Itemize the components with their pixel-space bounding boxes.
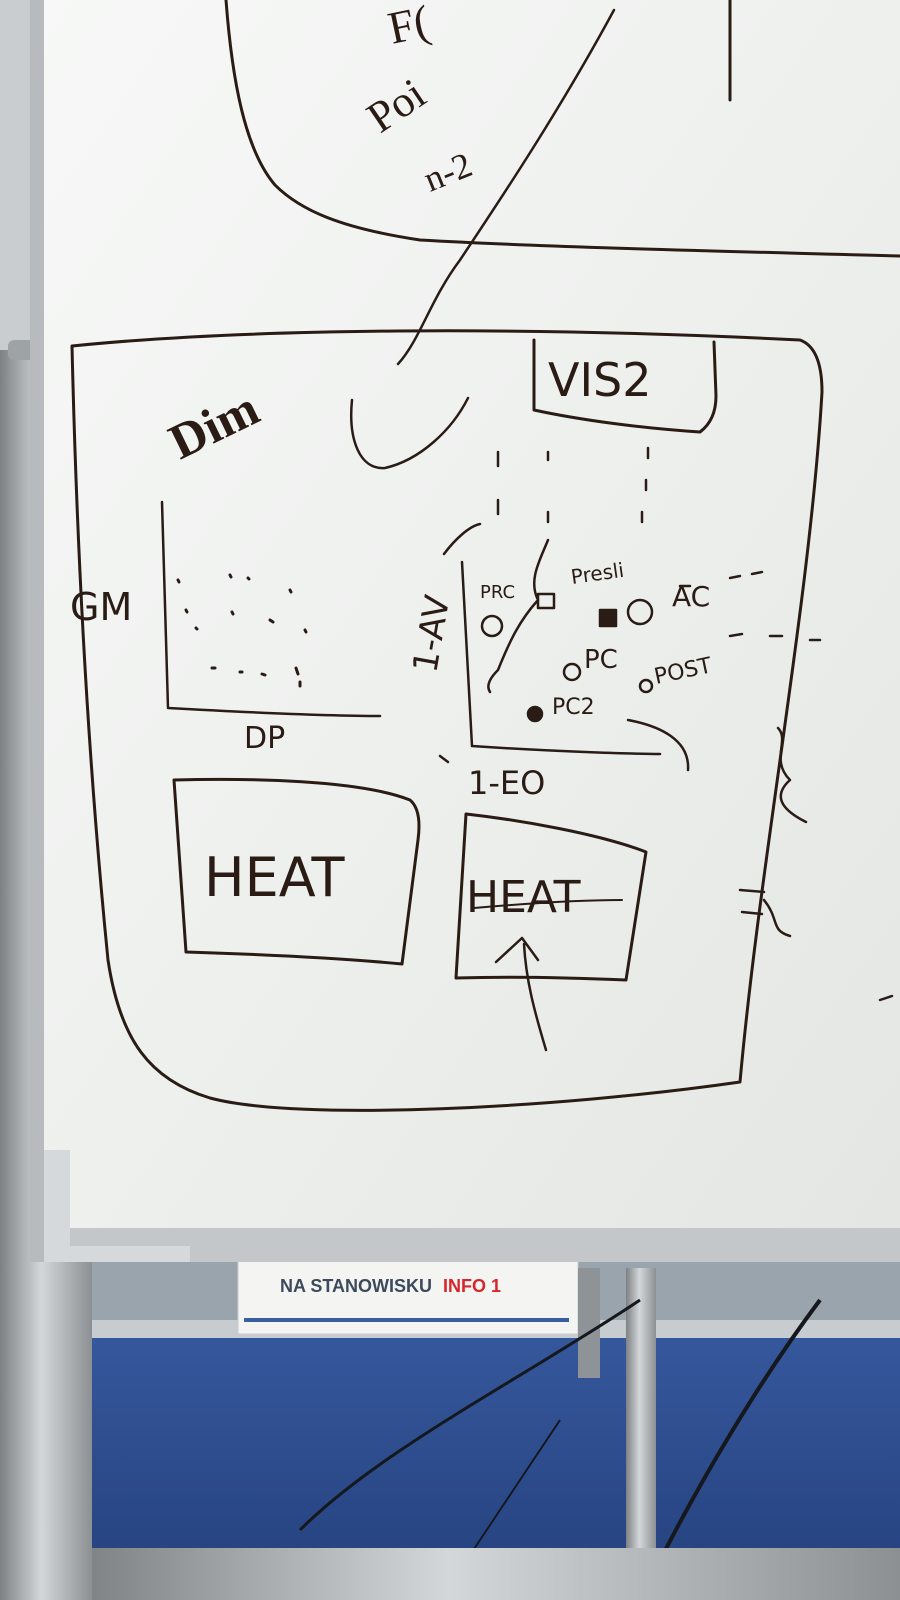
marker-drawings xyxy=(70,0,900,1112)
bracket-squiggle xyxy=(487,538,550,694)
top-frame-curve xyxy=(224,0,900,258)
sign-text-accent: INFO 1 xyxy=(443,1276,501,1296)
point-ac-hollow xyxy=(626,598,654,626)
scribble-f: F( xyxy=(383,0,434,54)
heat-box-left-outline xyxy=(172,777,421,966)
point-post xyxy=(638,678,654,694)
point-label-prc: PRC xyxy=(480,582,515,603)
board-corner xyxy=(44,1150,190,1262)
heat-box-right-outline xyxy=(454,812,648,982)
right-plot-x-label: 1-EO xyxy=(468,764,545,802)
left-plot-y-label: GM xyxy=(70,585,132,629)
whiteboard xyxy=(30,0,900,1262)
svg-text:NA STANOWISKU INFO 1: NA STANOWISKU INFO 1 xyxy=(280,1276,501,1296)
right-plot-axes xyxy=(460,560,662,756)
whiteboard-surface xyxy=(44,0,900,1232)
heat-label-right: HEAT xyxy=(466,872,581,923)
stand-leg-right xyxy=(626,1268,656,1568)
vis2-label: VIS2 xyxy=(548,353,652,407)
floor-cable xyxy=(648,1298,822,1581)
point-filled-square xyxy=(598,608,618,628)
sign-text-main: NA STANOWISKU xyxy=(280,1276,432,1296)
point-label-ac: AC xyxy=(672,580,710,613)
left-plot-axes xyxy=(160,500,382,718)
left-plot-x-label: DP xyxy=(244,721,285,756)
point-label-pc: PC xyxy=(584,645,618,675)
point-pc2 xyxy=(526,705,544,723)
background-sign: NA STANOWISKU INFO 1 xyxy=(237,1257,579,1335)
stand-foot-bar xyxy=(80,1548,900,1600)
point-pc xyxy=(562,662,582,682)
heat-label-left: HEAT xyxy=(204,846,345,909)
left-scatter-dots xyxy=(176,573,308,688)
point-label-pc2: PC2 xyxy=(552,695,595,720)
diagram-frame xyxy=(70,329,824,1112)
heat-arrow xyxy=(494,936,548,1052)
point-prc xyxy=(480,614,504,638)
